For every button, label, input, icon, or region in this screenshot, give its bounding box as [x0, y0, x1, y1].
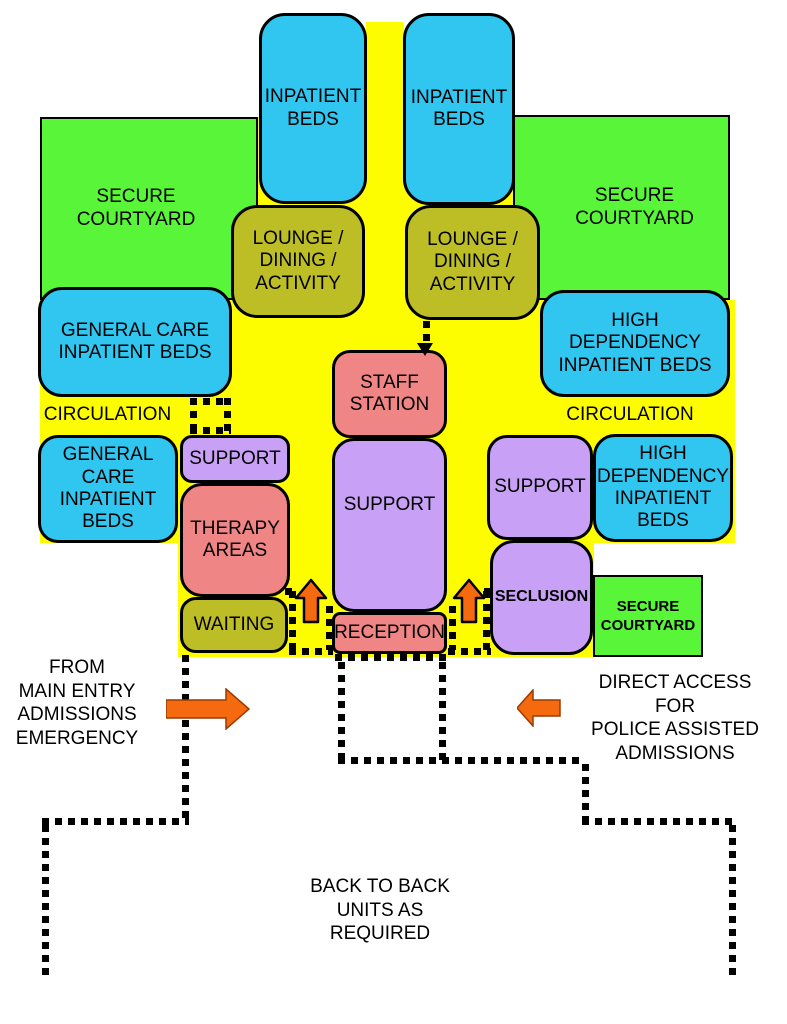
corridor-left-vertical-lower — [42, 825, 49, 981]
support-center-label: SUPPORT — [343, 493, 436, 515]
circulation-label-left: CIRCULATION — [43, 404, 172, 425]
entry-pocket-right-east — [483, 591, 490, 651]
high-dependency-inpatient-beds-lower-box: HIGH DEPENDENCY INPATIENT BEDS — [593, 434, 733, 542]
entry-pocket-left-west — [289, 591, 296, 651]
secure-courtyard-right: SECURE COURTYARD — [513, 115, 730, 300]
inpatient-beds-left-label: INPATIENT BEDS — [264, 86, 362, 130]
entry-pocket-left-south — [289, 648, 333, 655]
lounge-staff-arrowhead-icon — [417, 343, 433, 356]
lounge-dining-activity-left-box: LOUNGE / DINING / ACTIVITY — [231, 205, 365, 318]
support-left-label: SUPPORT — [189, 447, 281, 469]
secure-courtyard-seclusion-label: SECURE COURTYARD — [600, 597, 696, 635]
secure-courtyard-right-label: SECURE COURTYARD — [575, 185, 694, 229]
therapy-areas-label: THERAPY AREAS — [190, 517, 280, 561]
waiting-box: WAITING — [180, 597, 288, 653]
inpatient-beds-right-box: INPATIENT BEDS — [403, 13, 515, 205]
entry-pocket-left-east — [326, 606, 333, 650]
lounge-staff-dotted-link — [423, 321, 430, 345]
seclusion-entry-up-arrow-icon — [452, 578, 486, 624]
circulation-spine-top — [366, 22, 404, 118]
ward-link-dotted-right — [224, 398, 231, 434]
ward-link-dotted-bottom — [190, 427, 231, 434]
support-center-box: SUPPORT — [332, 438, 447, 612]
reception-label: RECEPTION — [334, 621, 445, 643]
inpatient-beds-right-label: INPATIENT BEDS — [410, 86, 508, 130]
direct-access-note: DIRECT ACCESS FOR POLICE ASSISTED ADMISS… — [591, 672, 759, 764]
police-access-arrow-icon — [517, 689, 561, 727]
entry-pocket-right-south — [448, 648, 491, 655]
corridor-step-vertical — [582, 764, 589, 821]
ward-link-dotted-left — [190, 398, 197, 434]
ward-link-dotted-top — [190, 398, 231, 405]
seclusion-box: SECLUSION — [490, 540, 593, 655]
main-entry-arrow-icon — [166, 688, 250, 730]
corridor-step-horizontal — [338, 757, 585, 764]
support-left-box: SUPPORT — [180, 435, 290, 483]
corridor-right-horizontal — [582, 818, 734, 825]
staff-station-label: STAFF STATION — [349, 371, 430, 415]
entry-pocket-right-west — [449, 606, 456, 650]
secure-courtyard-left-label: SECURE COURTYARD — [76, 186, 196, 230]
waiting-label: WAITING — [193, 613, 275, 635]
corridor-left-horizontal — [42, 818, 189, 825]
secure-courtyard-left: SECURE COURTYARD — [40, 117, 258, 300]
lounge-right-label: LOUNGE / DINING / ACTIVITY — [427, 228, 518, 295]
circulation-label-right: CIRCULATION — [566, 404, 694, 425]
inpatient-beds-left-box: INPATIENT BEDS — [259, 13, 367, 204]
high-dependency-lower-label: HIGH DEPENDENCY INPATIENT BEDS — [597, 443, 729, 532]
from-main-entry-note: FROM MAIN ENTRY ADMISSIONS EMERGENCY — [15, 657, 139, 749]
corridor-center-west — [338, 662, 345, 760]
general-care-inpatient-beds-top-box: GENERAL CARE INPATIENT BEDS — [38, 287, 232, 397]
entry-pocket-right-stub — [484, 588, 497, 595]
seclusion-label: SECLUSION — [494, 588, 589, 606]
staff-station-box: STAFF STATION — [332, 350, 447, 438]
waiting-entry-up-arrow-icon — [294, 578, 328, 624]
reception-threshold-dotted — [335, 654, 448, 661]
corridor-left-vertical-upper — [182, 655, 189, 821]
secure-courtyard-seclusion: SECURE COURTYARD — [593, 575, 703, 657]
high-dependency-top-label: HIGH DEPENDENCY INPATIENT BEDS — [558, 309, 712, 376]
general-care-lower-label: GENERAL CARE INPATIENT BEDS — [59, 444, 157, 533]
lounge-left-label: LOUNGE / DINING / ACTIVITY — [252, 227, 344, 294]
lounge-dining-activity-right-box: LOUNGE / DINING / ACTIVITY — [405, 205, 540, 320]
high-dependency-inpatient-beds-top-box: HIGH DEPENDENCY INPATIENT BEDS — [540, 290, 730, 397]
therapy-areas-box: THERAPY AREAS — [180, 483, 290, 597]
back-to-back-note: BACK TO BACK UNITS AS REQUIRED — [310, 876, 450, 944]
corridor-right-vertical — [729, 825, 736, 981]
support-right-label: SUPPORT — [494, 476, 586, 498]
support-right-box: SUPPORT — [487, 435, 593, 540]
corridor-center-east — [439, 662, 446, 760]
general-care-top-label: GENERAL CARE INPATIENT BEDS — [58, 319, 212, 363]
reception-box: RECEPTION — [332, 612, 447, 654]
general-care-inpatient-beds-lower-box: GENERAL CARE INPATIENT BEDS — [38, 435, 178, 543]
